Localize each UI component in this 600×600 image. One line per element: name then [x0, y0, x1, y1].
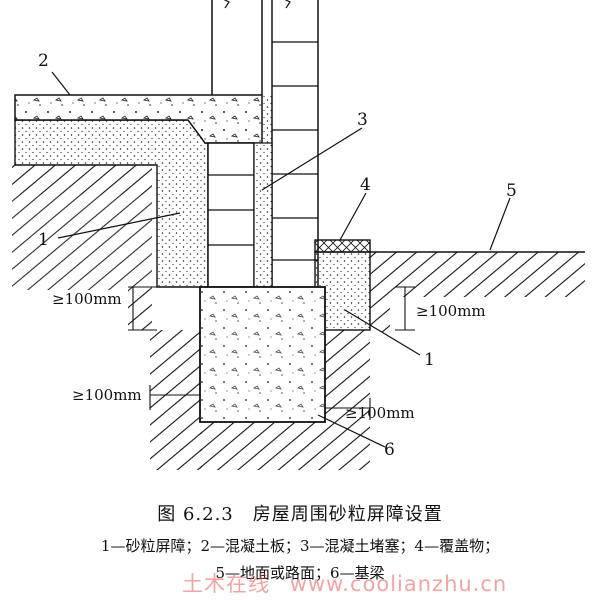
- label-5: 5: [506, 181, 517, 201]
- dimension-marks: [128, 286, 415, 420]
- label-6: 6: [384, 440, 395, 460]
- sand-barrier-diagram: 1 1 2 3 4 5 6 ≥100mm ≥100mm ≥100mm ≥100m…: [12, 0, 585, 470]
- label-4: 4: [360, 175, 371, 195]
- soil-hatch: [12, 165, 585, 470]
- watermark-cn: 土木在线: [182, 572, 270, 596]
- figure-legend-line-2: 5—地面或路面；6—基梁: [215, 564, 385, 582]
- figure-legend-line-1: 1—砂粒屏障；2—混凝土板；3—混凝土堵塞；4—覆盖物；: [100, 537, 500, 555]
- dim-left-vertical: ≥100mm: [52, 290, 122, 308]
- covering: [314, 239, 371, 253]
- foundation-beam: [199, 286, 326, 423]
- label-2: 2: [38, 51, 49, 71]
- watermark: 土木在线 www.coolianzhu.cn: [182, 568, 592, 600]
- figure-caption-title: 图 6.2.3 房屋周围砂粒屏障设置: [157, 504, 443, 525]
- watermark-url: www.coolianzhu.cn: [289, 572, 508, 596]
- concrete-slab: [14, 94, 263, 144]
- label-3: 3: [357, 110, 368, 130]
- dim-right-horizontal: ≥100mm: [345, 404, 415, 422]
- dim-right-vertical: ≥100mm: [416, 302, 486, 320]
- lower-wall: [207, 142, 255, 288]
- dim-left-horizontal: ≥100mm: [72, 386, 142, 404]
- label-1-right: 1: [424, 350, 435, 370]
- concrete-plug: [253, 95, 273, 288]
- label-1-left: 1: [38, 230, 49, 250]
- leader-lines: [51, 71, 511, 448]
